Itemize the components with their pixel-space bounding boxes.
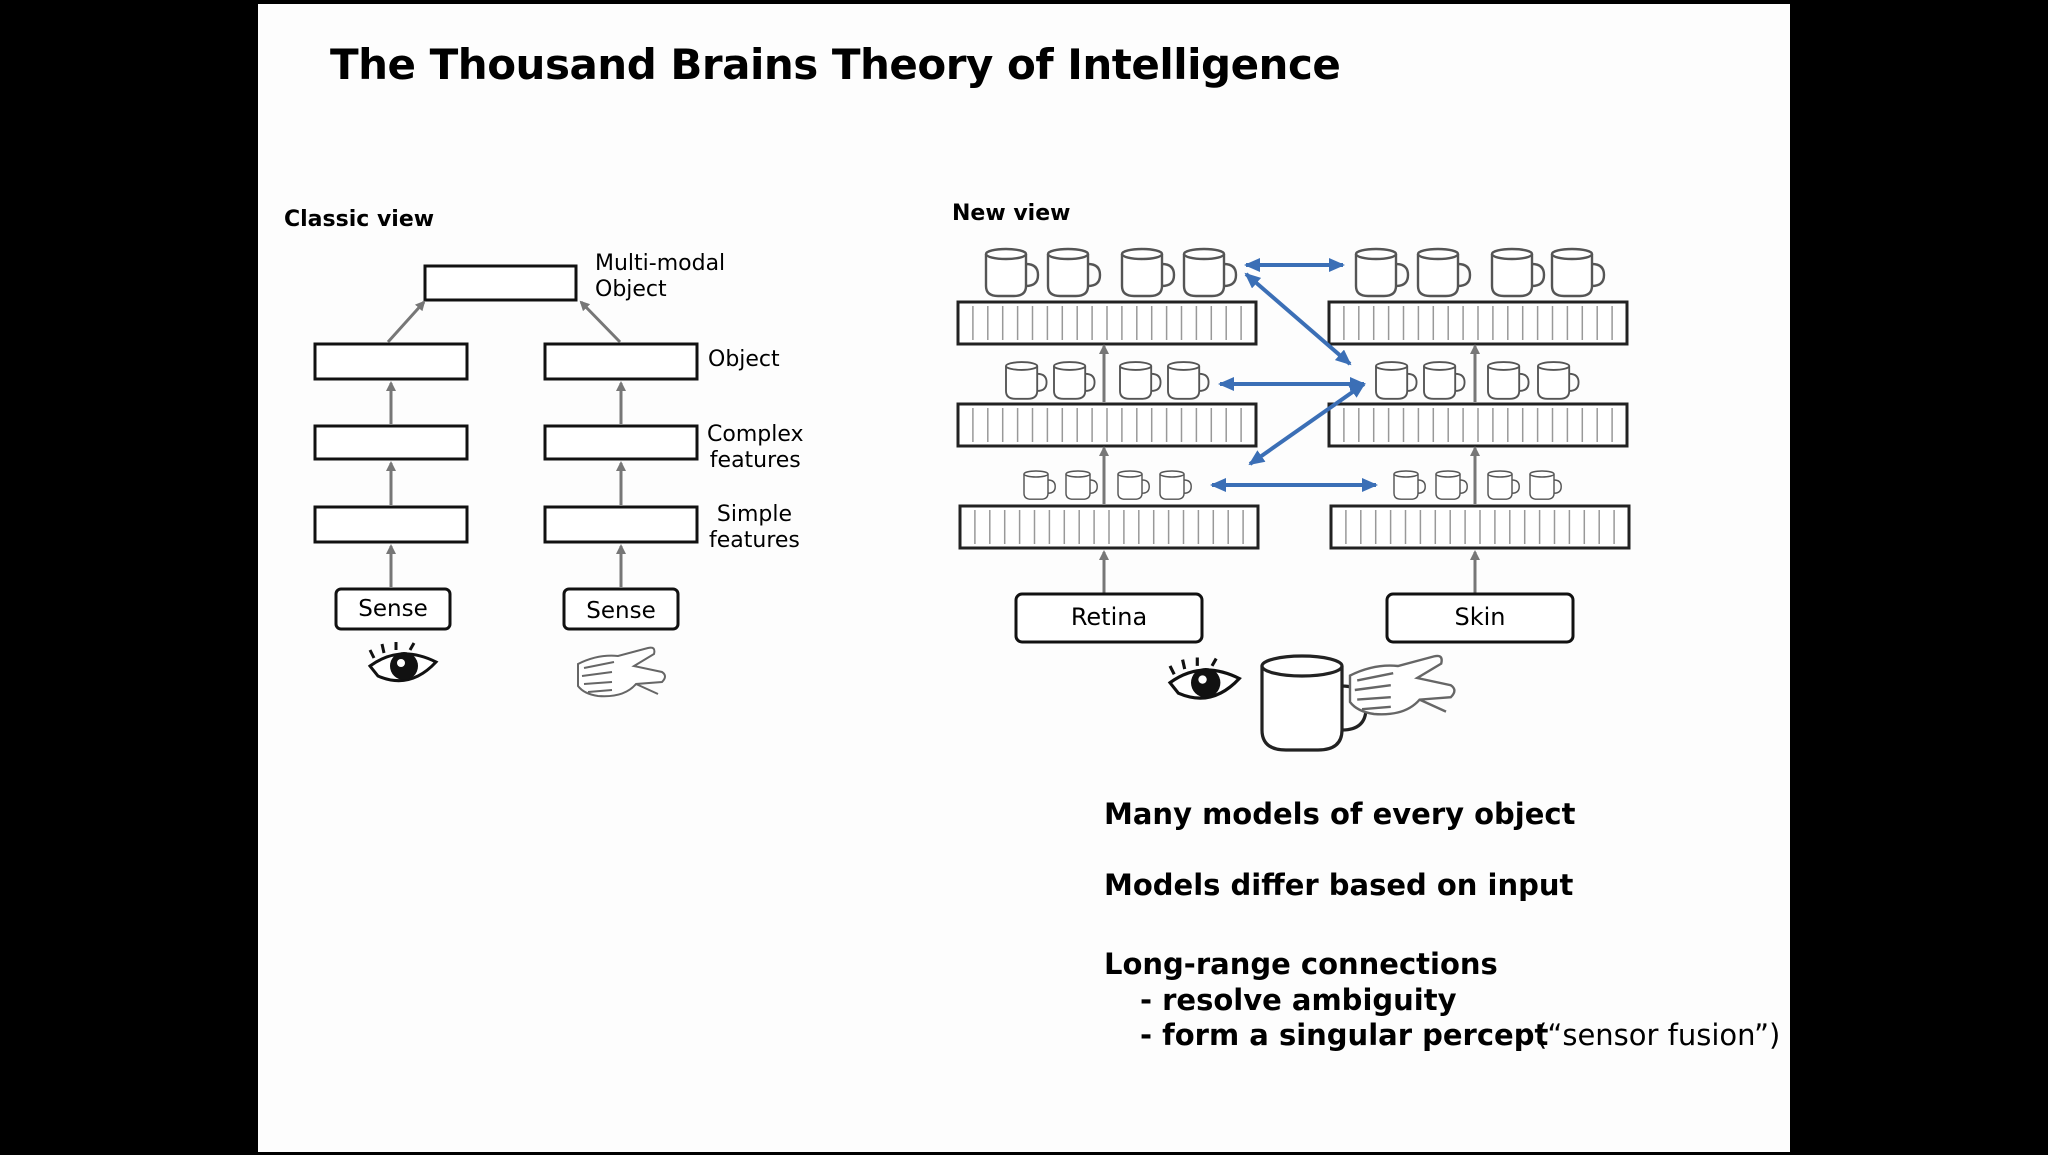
new-view-diagram (956, 247, 1631, 752)
hand-icon (577, 646, 666, 698)
mug-icon (1537, 361, 1580, 400)
eye-icon (368, 640, 438, 683)
mug-icon (1354, 247, 1410, 298)
skin-box (1385, 592, 1575, 644)
complex-box-left (313, 424, 469, 461)
mug-icon (1260, 654, 1368, 752)
cortical-column (1327, 300, 1629, 346)
mug-icon (1416, 247, 1472, 298)
sense-label-left: Sense (358, 596, 428, 622)
mug-icon (1120, 247, 1176, 298)
note-sensor-fusion: (“sensor fusion”) (1536, 1018, 1781, 1052)
new-view-heading: New view (952, 201, 1071, 226)
retina-box (1014, 592, 1204, 644)
mug-icon (1046, 247, 1102, 298)
mug-icon (1005, 361, 1048, 400)
skin-label: Skin (1454, 603, 1506, 631)
page-title: The Thousand Brains Theory of Intelligen… (330, 40, 1341, 89)
complex-box-right (543, 424, 699, 461)
mug-icon (1550, 247, 1606, 298)
diagram-canvas (313, 247, 1631, 752)
mug-icon (1159, 470, 1192, 500)
mug-icon (1490, 247, 1546, 298)
mug-icon (1435, 470, 1468, 500)
object-label: Object (708, 347, 780, 372)
mug-icon (1182, 247, 1238, 298)
object-box-right (543, 342, 699, 381)
cortical-column (958, 504, 1260, 550)
cortical-column (956, 402, 1258, 448)
mug-icon (1023, 470, 1056, 500)
mug-icon (984, 247, 1040, 298)
mug-icon (1487, 361, 1530, 400)
mug-icon (1487, 470, 1520, 500)
simple-box-left (313, 505, 469, 544)
eye-icon (1168, 655, 1241, 700)
mug-icon (1529, 470, 1562, 500)
cortical-column (1327, 402, 1629, 448)
note-many-models: Many models of every object (1104, 797, 1576, 831)
cortical-column (956, 300, 1258, 346)
cortical-column (1329, 504, 1631, 550)
classic-hierarchy (313, 264, 699, 698)
mug-icon (1393, 470, 1426, 500)
mug-icon (1375, 361, 1418, 400)
sense-box-left (334, 587, 452, 631)
note-singular-percept: - form a singular percept (1140, 1018, 1549, 1052)
mug-icon (1053, 361, 1096, 400)
object-box-left (313, 342, 469, 381)
cortical-columns (956, 300, 1631, 550)
classic-view-heading: Classic view (284, 207, 435, 232)
multimodal-object-box (423, 264, 578, 302)
hand-icon (1348, 654, 1456, 716)
note-resolve-ambiguity: - resolve ambiguity (1140, 983, 1457, 1017)
retina-label: Retina (1070, 603, 1148, 631)
sense-box-right (562, 587, 680, 631)
note-long-range: Long-range connections (1104, 947, 1498, 981)
sense-label-right: Sense (586, 598, 656, 624)
mug-icon (1065, 470, 1098, 500)
mug-icon (1167, 361, 1210, 400)
object-models (984, 247, 1606, 500)
simple-box-right (543, 505, 699, 544)
mug-icon (1119, 361, 1162, 400)
note-models-differ: Models differ based on input (1104, 868, 1574, 902)
mug-icon (1117, 470, 1150, 500)
slide: The Thousand Brains Theory of Intelligen… (258, 4, 1790, 1152)
mug-icon (1423, 361, 1466, 400)
